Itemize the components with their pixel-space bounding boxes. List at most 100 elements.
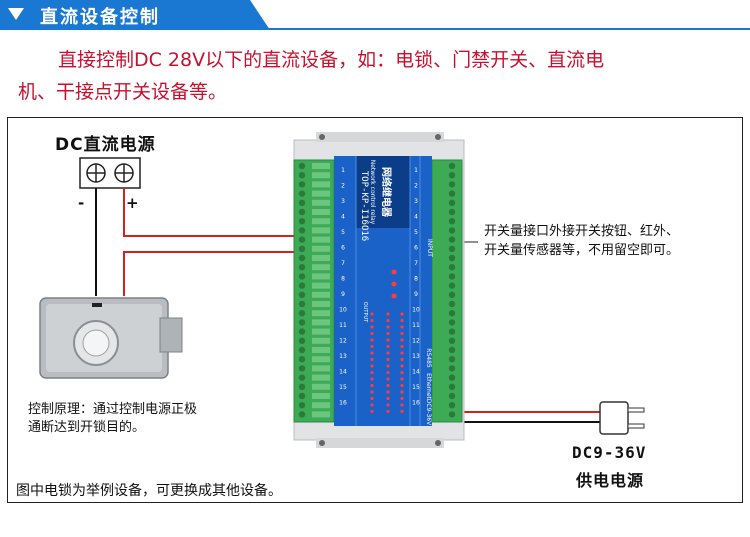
psu-label: 供电电源	[576, 471, 645, 490]
output-led	[370, 403, 374, 407]
status-led	[391, 293, 397, 299]
output-led	[386, 364, 390, 368]
terminal-screw	[448, 300, 456, 308]
input-led	[400, 325, 404, 329]
terminal-slot	[312, 319, 330, 326]
channel-number: 10	[339, 307, 347, 314]
channel-number: 6	[414, 245, 418, 252]
switch-note-line-2: 开关量传感器等，不用留空即可。	[484, 243, 680, 258]
terminal-screw	[298, 162, 306, 170]
intro-paragraph: 直接控制DC 28V以下的直流设备，如：电锁、门禁开关、直流电 机、干接点开关设…	[18, 44, 738, 108]
channel-number: 13	[339, 353, 347, 360]
terminal-slot	[312, 199, 330, 206]
input-led	[400, 409, 404, 414]
output-label: OUTPUT	[362, 302, 368, 323]
terminal-slot	[312, 291, 330, 298]
terminal-screw	[298, 245, 306, 252]
terminal-slot	[312, 383, 330, 390]
channel-number: 10	[412, 307, 420, 314]
channel-number: 7	[341, 260, 345, 267]
terminal-screw	[448, 365, 456, 372]
terminal-slot	[312, 264, 330, 271]
ethernet-label: Ethernet	[425, 373, 432, 399]
terminal-screw	[448, 190, 456, 197]
terminal-screw	[298, 411, 306, 418]
terminal-screw	[298, 310, 306, 317]
channel-number: 9	[414, 291, 418, 298]
terminal-slot	[312, 227, 330, 234]
terminal-screw	[298, 374, 306, 381]
terminal-screw	[298, 181, 306, 188]
output-led	[370, 344, 374, 349]
indicator-leds	[370, 269, 404, 414]
channel-number: 2	[341, 183, 345, 190]
terminal-slot	[312, 356, 330, 363]
terminal-slot	[312, 255, 330, 261]
terminal-screw	[448, 319, 456, 326]
terminal-screw	[448, 374, 456, 381]
terminal-screw	[298, 199, 306, 206]
channel-number: 2	[414, 183, 418, 190]
channel-number: 9	[341, 291, 345, 298]
output-led	[386, 377, 390, 381]
terminal-screw	[298, 227, 306, 234]
terminal-screw	[298, 291, 306, 298]
channel-number: 1	[414, 167, 418, 174]
switch-note-line-1: 开关量接口外接开关按钮、红外、	[484, 224, 680, 239]
channel-number: 16	[412, 400, 420, 407]
terminal-screw	[298, 402, 306, 409]
principle-line-1: 控制原理：通过控制电源正极	[28, 402, 198, 417]
terminal-screw	[448, 346, 456, 354]
input-led	[400, 344, 404, 349]
intro-line-1: 直接控制DC 28V以下的直流设备，如：电锁、门禁开关、直流电	[58, 49, 605, 71]
plus-label: +	[126, 194, 139, 212]
power-plug-icon	[599, 401, 645, 435]
terminal-slot	[312, 337, 330, 344]
output-led	[386, 370, 390, 375]
terminal-slot	[312, 310, 330, 317]
terminal-screw	[448, 199, 456, 206]
output-led	[370, 409, 374, 414]
terminal-screws-right	[448, 162, 456, 418]
terminal-screw	[298, 190, 306, 197]
channel-number: 4	[414, 214, 418, 221]
output-led	[370, 318, 374, 323]
output-led	[386, 357, 390, 362]
terminal-screw	[448, 392, 456, 400]
terminal-slot	[312, 301, 330, 307]
input-led	[400, 383, 404, 388]
terminal-screw	[448, 402, 456, 409]
terminal-screw	[448, 208, 456, 216]
psu-voltage-label: DC9-36V	[572, 443, 647, 462]
terminal-slot	[312, 181, 330, 188]
terminal-screw	[448, 218, 456, 225]
terminal-screw	[298, 383, 306, 390]
output-led	[386, 351, 390, 355]
principle-line-2: 通断达到开锁目的。	[28, 420, 146, 435]
terminal-screw	[298, 218, 306, 225]
channel-number: 5	[414, 229, 418, 236]
terminal-screw	[298, 264, 306, 271]
terminal-screw	[298, 300, 306, 308]
terminal-screw	[448, 236, 456, 243]
output-led	[370, 331, 374, 336]
terminal-slot	[312, 236, 330, 243]
channel-number: 15	[339, 384, 347, 391]
channel-number: 11	[412, 322, 420, 329]
input-led	[400, 357, 404, 362]
terminal-screw	[448, 162, 456, 170]
terminal-screw	[298, 346, 306, 354]
terminal-slot	[312, 282, 330, 289]
channel-number: 11	[339, 322, 347, 329]
channel-number: 3	[341, 198, 345, 205]
input-led	[400, 370, 404, 375]
output-led	[386, 403, 390, 407]
input-led	[400, 351, 404, 355]
output-led	[386, 383, 390, 388]
output-led	[370, 351, 374, 355]
input-led	[400, 312, 404, 316]
terminal-slot	[312, 209, 330, 215]
header-banner	[0, 0, 750, 30]
